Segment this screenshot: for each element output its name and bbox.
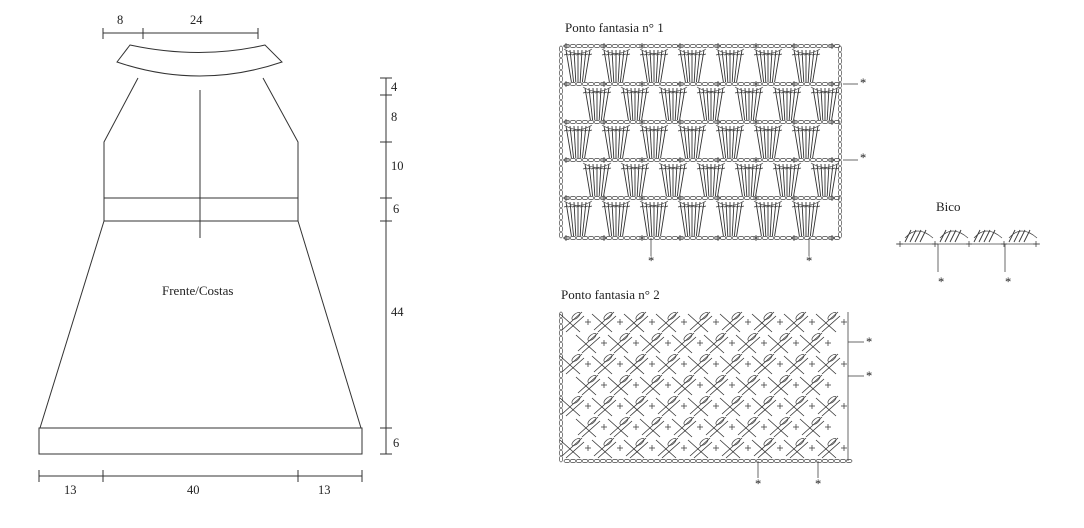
repeat-mark: *	[860, 76, 867, 90]
dim-side-5: 44	[391, 305, 404, 319]
bodice-outline	[103, 77, 299, 220]
dim-top-2: 24	[190, 13, 203, 27]
hem-band	[38, 427, 363, 455]
dim-side-4: 6	[393, 202, 400, 216]
dim-bottom-2: 40	[187, 483, 200, 497]
repeat-mark: *	[860, 151, 867, 165]
dim-top-1: 8	[117, 13, 124, 27]
repeat-mark: *	[866, 335, 873, 349]
repeat-mark: *	[648, 254, 655, 268]
dim-side-2: 8	[391, 110, 398, 124]
bico-stitches	[896, 229, 1040, 272]
chart1-title: Ponto fantasia n° 1	[565, 20, 664, 35]
chart1-stitches	[559, 43, 858, 256]
waistband	[103, 197, 299, 222]
dim-side-6: 6	[393, 436, 400, 450]
chart2-title: Ponto fantasia n° 2	[561, 287, 660, 302]
schematic-label: Frente/Costas	[162, 283, 234, 298]
dim-side-1: 4	[391, 80, 398, 94]
repeat-mark: *	[866, 369, 873, 383]
dim-bottom-3: 13	[318, 483, 331, 497]
repeat-mark: *	[755, 477, 762, 491]
repeat-mark: *	[806, 254, 813, 268]
collar-shape	[116, 44, 283, 77]
dim-bottom-1: 13	[64, 483, 77, 497]
chart2-stitches	[559, 311, 864, 478]
skirt-outline	[39, 220, 362, 429]
repeat-mark: *	[815, 477, 822, 491]
bico-title: Bico	[936, 199, 961, 214]
repeat-mark: *	[1005, 275, 1012, 289]
dim-side-3: 10	[391, 159, 404, 173]
repeat-mark: *	[938, 275, 945, 289]
